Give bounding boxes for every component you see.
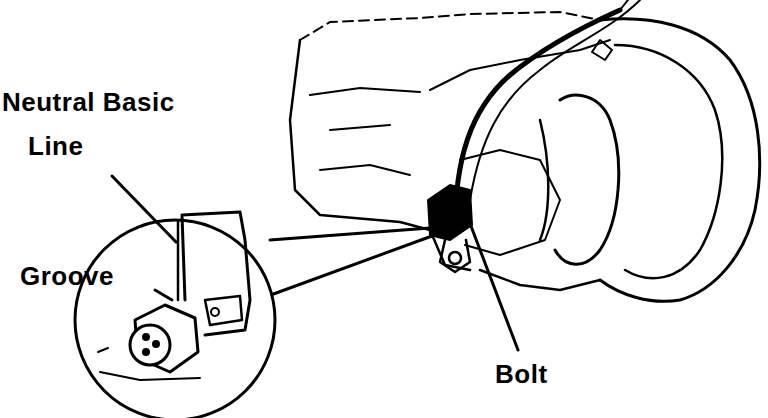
case-outline (480, 270, 600, 290)
part-label: Bolt (495, 352, 548, 396)
shift-cable (455, 10, 620, 230)
leader-line (155, 290, 172, 300)
case-detail (98, 348, 200, 380)
case-outline (290, 40, 430, 230)
switch-lever (440, 240, 470, 272)
switch-screw (211, 308, 219, 316)
leader-line (112, 176, 176, 242)
switch-body (205, 296, 242, 325)
bellhousing (600, 19, 760, 302)
part-label: Neutral Basic Line (2, 80, 198, 168)
cable-bracket (592, 0, 628, 60)
leader-line (463, 205, 518, 350)
shaft-hole (152, 340, 160, 348)
projection-line (268, 228, 432, 296)
bellhousing-inner (555, 95, 619, 264)
neutral-basic-line-mark (177, 222, 180, 300)
bellhousing-rim (615, 45, 722, 278)
shift-cable (470, 0, 640, 200)
shaft-end (130, 325, 170, 365)
case-outline (300, 12, 600, 40)
bellhousing-inner (540, 120, 548, 240)
lever-pivot (449, 252, 461, 264)
shaft-hole (142, 333, 150, 341)
case-detail (310, 88, 420, 175)
part-label: Groove (20, 254, 114, 298)
shaft-hole (142, 348, 150, 356)
